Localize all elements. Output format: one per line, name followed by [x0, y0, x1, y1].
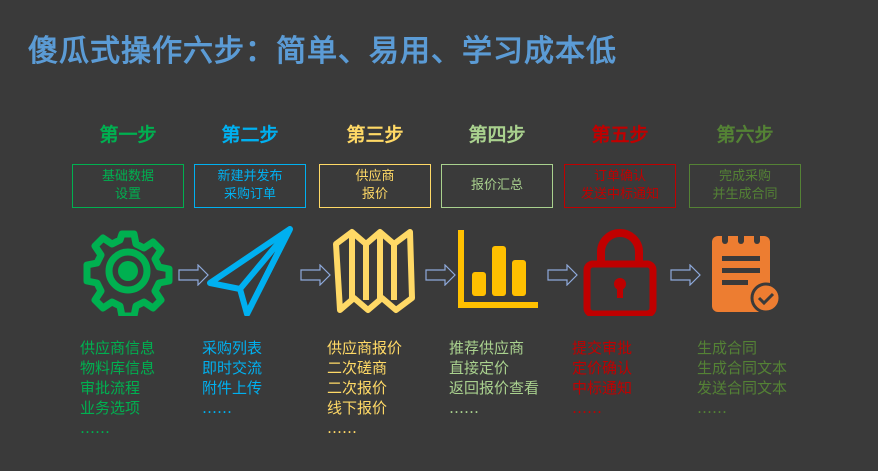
lock-icon — [575, 226, 665, 318]
list-item: 提交审批 — [572, 339, 633, 357]
right-arrow-icon — [670, 263, 702, 287]
step-box: 报价汇总 — [441, 164, 553, 208]
map-icon — [330, 226, 420, 316]
step-label: 第三步 — [346, 124, 404, 146]
list-item: 定价确认 — [572, 359, 633, 377]
step-items: 采购列表即时交流附件上传 …… — [188, 338, 312, 418]
gear-icon — [83, 226, 173, 320]
list-item: 线下报价 — [327, 399, 388, 417]
list-item: 供应商报价 — [327, 339, 403, 357]
list-item: 返回报价查看 — [449, 379, 540, 397]
step-column: 第五步 订单确认 发送中标通知 提交审批定价确认中标通知 …… — [558, 120, 682, 418]
list-item: 生成合同文本 — [697, 359, 788, 377]
paper-plane-icon — [205, 226, 295, 317]
list-item: 采购列表 — [202, 339, 263, 357]
list-item: 业务选项 — [80, 399, 141, 417]
step-box: 完成采购 并生成合同 — [689, 164, 801, 208]
step-box: 新建并发布 采购订单 — [194, 164, 306, 208]
step-label: 第四步 — [468, 124, 526, 146]
list-item: 中标通知 — [572, 379, 633, 397]
list-item: 二次磋商 — [327, 359, 388, 377]
list-item: …… — [697, 399, 727, 417]
list-item: 生成合同 — [697, 339, 758, 357]
list-item: …… — [449, 399, 479, 417]
step-items: 推荐供应商直接定价返回报价查看 …… — [435, 338, 559, 418]
step-items: 生成合同生成合同文本发送合同文本 …… — [683, 338, 807, 418]
list-item: 即时交流 — [202, 359, 263, 377]
step-label: 第一步 — [99, 124, 157, 146]
right-arrow-icon — [178, 263, 210, 287]
bar-chart-icon — [452, 226, 542, 316]
list-item: …… — [327, 419, 357, 437]
list-item: 审批流程 — [80, 379, 141, 397]
list-item: …… — [202, 399, 232, 417]
clipboard-icon — [700, 226, 790, 316]
list-item: 供应商信息 — [80, 339, 156, 357]
step-box: 订单确认 发送中标通知 — [564, 164, 676, 208]
slide-title: 傻瓜式操作六步：简单、易用、学习成本低 — [28, 34, 617, 69]
step-box: 供应商 报价 — [319, 164, 431, 208]
list-item: …… — [572, 399, 602, 417]
right-arrow-icon — [425, 263, 457, 287]
step-box: 基础数据 设置 — [72, 164, 184, 208]
step-column: 第一步 基础数据 设置 供应商信息物料库信息审批流程业务选项 …… — [66, 120, 190, 438]
list-item: 推荐供应商 — [449, 339, 525, 357]
step-label: 第五步 — [591, 124, 649, 146]
step-label: 第六步 — [716, 124, 774, 146]
step-label: 第二步 — [221, 124, 279, 146]
list-item: …… — [80, 419, 110, 437]
list-item: 发送合同文本 — [697, 379, 788, 397]
step-items: 供应商报价二次磋商二次报价线下报价 …… — [313, 338, 437, 438]
step-column: 第二步 新建并发布 采购订单 采购列表即时交流附件上传 …… — [188, 120, 312, 418]
step-column: 第三步 供应商 报价 供应商报价二次磋商二次报价线下报价 …… — [313, 120, 437, 438]
right-arrow-icon — [547, 263, 579, 287]
step-column: 第六步 完成采购 并生成合同 生成合同生成合同文本发送合同文本 …… — [683, 120, 807, 418]
right-arrow-icon — [300, 263, 332, 287]
list-item: 二次报价 — [327, 379, 388, 397]
list-item: 直接定价 — [449, 359, 510, 377]
list-item: 附件上传 — [202, 379, 263, 397]
step-column: 第四步 报价汇总 推荐供应商直接定价返回报价查看 …… — [435, 120, 559, 418]
step-items: 供应商信息物料库信息审批流程业务选项 …… — [66, 338, 190, 438]
list-item: 物料库信息 — [80, 359, 156, 377]
step-items: 提交审批定价确认中标通知 …… — [558, 338, 682, 418]
